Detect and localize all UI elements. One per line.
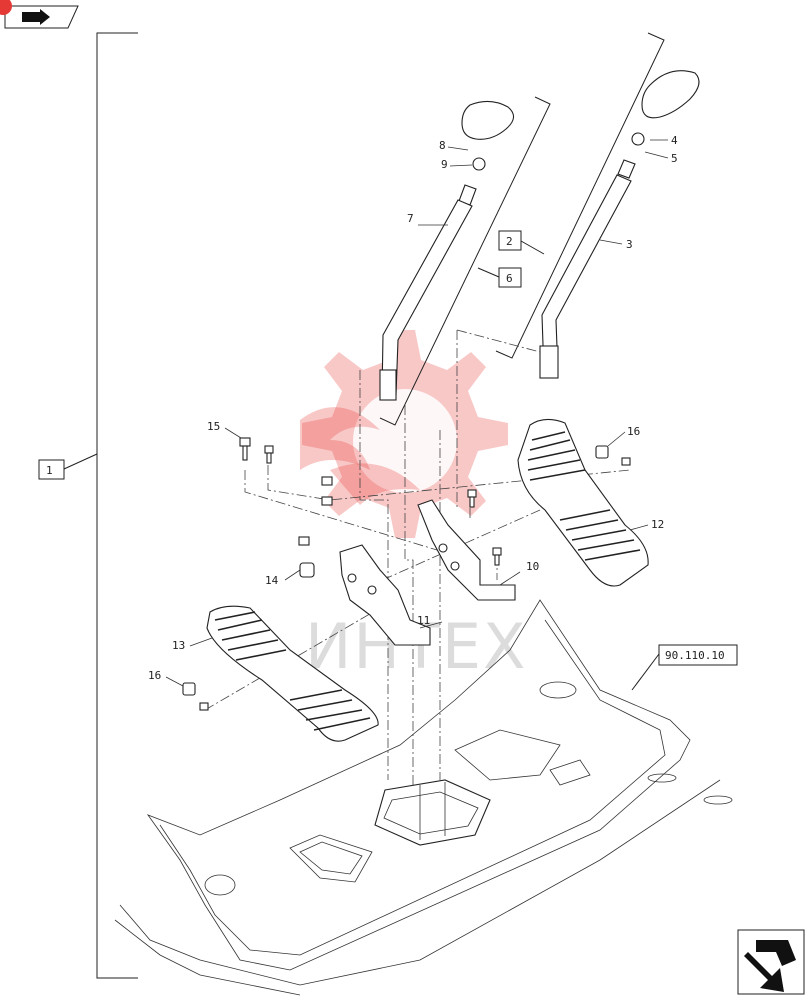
next-page-button[interactable]	[737, 929, 805, 995]
lever-nut-left	[472, 157, 486, 171]
callout-10: 10	[526, 560, 539, 573]
callout-3: 3	[626, 238, 633, 251]
fastener-callouts: 15 14 16 16	[148, 420, 640, 687]
callout-7: 7	[407, 212, 414, 225]
callout-16-left: 16	[148, 669, 161, 682]
cab-floor-panel: 90.110.10	[114, 599, 738, 996]
red-marker-dot	[0, 0, 12, 15]
pedal-bracket-10: 10	[417, 499, 539, 601]
lever-left-bracket: 6	[379, 96, 551, 426]
callout-16-right: 16	[627, 425, 640, 438]
forward-arrow-icon	[22, 9, 50, 25]
callout-12: 12	[651, 518, 664, 531]
callout-9: 9	[441, 158, 448, 171]
callout-5: 5	[671, 152, 678, 165]
callout-14: 14	[265, 574, 279, 587]
lever-rod-right	[541, 174, 632, 376]
lever-nut-right	[631, 132, 645, 146]
pedal-bracket-11: 11	[339, 544, 443, 646]
foot-pedal-13: 13	[172, 605, 379, 742]
callout-15: 15	[207, 420, 220, 433]
next-page-arrow-icon	[744, 940, 796, 992]
reference-label: 90.110.10	[665, 649, 725, 662]
foot-pedal-12: 12	[517, 418, 664, 587]
assembly-lines	[204, 329, 631, 800]
callout-2: 2	[506, 235, 513, 248]
hand-lever-left: 7 8 9	[379, 100, 515, 401]
top-left-badge[interactable]	[0, 0, 79, 29]
lever-knob-left	[461, 100, 515, 140]
callout-6: 6	[506, 272, 513, 285]
callout-13: 13	[172, 639, 185, 652]
callout-11: 11	[417, 614, 430, 627]
hand-lever-right: 3 4 5	[539, 70, 700, 379]
assembly-bracket: 1	[38, 32, 138, 979]
callout-1: 1	[46, 464, 53, 477]
lever-right-bracket: 2	[495, 32, 665, 359]
lever-knob-right	[641, 70, 700, 119]
callout-8: 8	[439, 139, 446, 152]
callout-4: 4	[671, 134, 678, 147]
watermark-logo	[300, 330, 508, 538]
fasteners	[182, 437, 631, 711]
